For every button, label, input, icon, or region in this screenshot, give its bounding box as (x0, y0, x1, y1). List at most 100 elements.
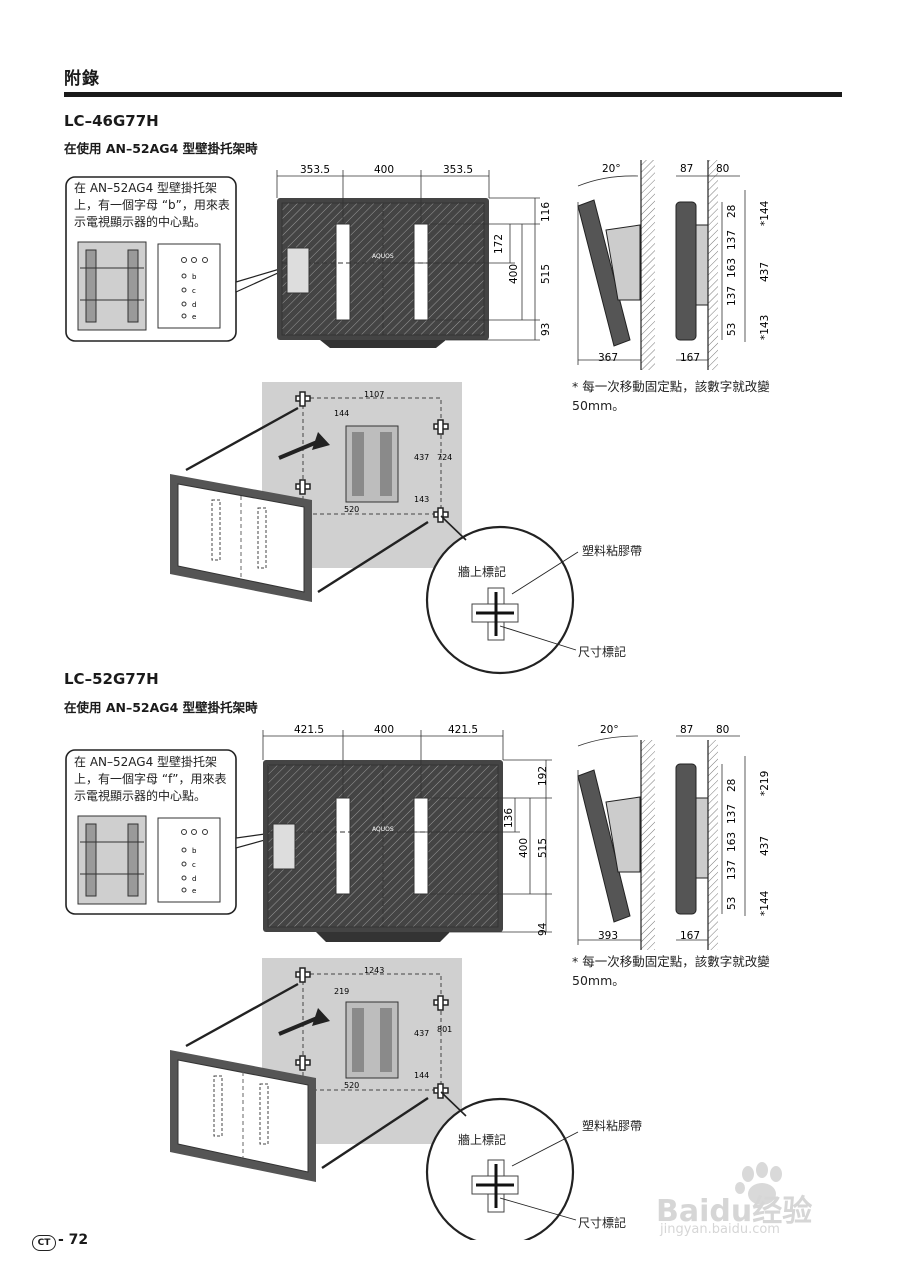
slot-zoom-2 (157, 817, 221, 903)
wall-dim-1f: 520 (344, 505, 359, 514)
side-right-dim-1a: *144 (759, 200, 771, 226)
tape-label-1: 塑料粘膠帶 (582, 544, 643, 558)
side-dim-1e: 53 (726, 323, 738, 336)
side-dim-2e: 53 (726, 897, 738, 910)
slot-letter-d-1: d (192, 301, 196, 309)
slot-letter-c-2: c (192, 861, 196, 869)
side-top-dim-2a: 87 (680, 724, 693, 736)
right-dim-1e: 93 (540, 323, 552, 336)
heading-rule (64, 92, 842, 97)
bottom-dim-1b: 167 (680, 352, 700, 364)
slot-letter-b-1: b (192, 273, 197, 281)
right-dim-1c: 400 (508, 264, 520, 284)
tv-front-2 (263, 760, 503, 942)
side-view-2 (577, 735, 655, 950)
diagram-section-2: b c d e AQUOS 421.5 400 421.5 192 136 40… (65, 724, 771, 1240)
top-dim-1b: 400 (374, 164, 394, 176)
slot-letter-b-2: b (192, 847, 197, 855)
aquos-logo-1: AQUOS (372, 253, 394, 260)
right-dim-2d: 515 (537, 838, 549, 858)
side-mount-view-2 (675, 735, 746, 950)
bracket-thumbnail-1 (77, 241, 147, 331)
size-leader-2 (499, 1197, 577, 1221)
top-dim-lines-1 (276, 170, 490, 222)
side-dim-2c: 163 (726, 832, 738, 852)
tv-angled-2 (170, 1050, 316, 1182)
subtitle-2: 在使用 AN–52AG4 型壁掛托架時 (64, 700, 258, 715)
top-dim-2c: 421.5 (448, 724, 478, 736)
slot-letter-e-2: e (192, 887, 196, 895)
tape-mark-2 (471, 1159, 519, 1213)
bottom-dim-2b: 167 (680, 930, 700, 942)
language-badge: CT (32, 1235, 56, 1251)
side-dim-1a: 28 (726, 205, 738, 218)
bottom-dim-2a: 393 (598, 930, 618, 942)
watermark-url: jingyan.baidu.com (660, 1222, 780, 1237)
side-dim-2d: 137 (726, 860, 738, 880)
tv-angled-1 (170, 474, 312, 602)
bottom-dim-1a: 367 (598, 352, 618, 364)
slot-holes-1 (181, 257, 208, 319)
callout-text-1: 在 AN–52AG4 型壁掛托架上，有一個字母 “b”，用來表示電視顯示器的中心… (74, 181, 230, 229)
side-dim-2a: 28 (726, 779, 738, 792)
wall-dim-2b: 219 (334, 987, 349, 996)
tape-mark-1 (471, 587, 519, 641)
page-number: - 72 (58, 1232, 89, 1248)
right-dim-1a: 116 (540, 202, 552, 222)
top-dim-1a: 353.5 (300, 164, 330, 176)
page-heading: 附錄 (64, 69, 100, 89)
wall-marks-2 (295, 967, 449, 1099)
side-dim-1c: 163 (726, 258, 738, 278)
side-dim-1d: 137 (726, 286, 738, 306)
side-mount-view-1 (675, 160, 746, 370)
top-dim-1c: 353.5 (443, 164, 473, 176)
note-2: * 每一次移動固定點，該數字就改變 50mm。 (572, 954, 770, 988)
wall-mark-label-2: 牆上標記 (458, 1133, 507, 1147)
side-right-dim-1c: *143 (759, 315, 771, 340)
top-dim-lines-2 (262, 730, 504, 798)
side-right-dim-2a: *219 (759, 771, 771, 796)
wall-dim-1d: 724 (437, 453, 452, 462)
slot-letter-e-1: e (192, 313, 196, 321)
right-dim-1d: 515 (540, 264, 552, 284)
tape-leader-2 (511, 1131, 579, 1167)
top-dim-2a: 421.5 (294, 724, 324, 736)
slot-zoom-1 (157, 243, 221, 329)
side-top-dim-1a: 87 (680, 163, 693, 175)
angle-1: 20° (602, 163, 621, 175)
side-view-1 (577, 160, 655, 370)
arrow-line-1a (185, 406, 299, 472)
note-1: * 每一次移動固定點，該數字就改變 50mm。 (572, 379, 770, 413)
slot-letter-d-2: d (192, 875, 196, 883)
aquos-logo-2: AQUOS (372, 826, 394, 833)
wall-dim-2a: 1243 (364, 966, 384, 975)
side-dim-2b: 137 (726, 804, 738, 824)
tape-leader-1 (511, 551, 579, 595)
wall-dim-2d: 801 (437, 1025, 452, 1034)
right-dim-2c: 400 (518, 838, 530, 858)
wall-dim-1e: 143 (414, 495, 429, 504)
baidu-watermark: Baidu经验 jingyan.baidu.com (652, 1160, 862, 1240)
slot-holes-2 (181, 829, 208, 893)
model-title-2: LC–52G77H (64, 670, 159, 688)
wall-mark-label-1: 牆上標記 (458, 565, 507, 579)
wall-dim-2c: 437 (414, 1029, 429, 1038)
side-right-dim-2b: 437 (759, 836, 771, 856)
size-mark-label-1: 尺寸標記 (578, 645, 627, 659)
right-dim-lines-2 (383, 759, 552, 933)
wall-dim-2e: 144 (414, 1071, 429, 1080)
top-dim-2b: 400 (374, 724, 394, 736)
side-right-dim-2c: *144 (759, 890, 771, 916)
right-dim-2e: 94 (537, 922, 549, 936)
zoom-link-1 (440, 515, 467, 541)
bracket-thumbnail-2 (77, 815, 147, 905)
size-mark-label-2: 尺寸標記 (578, 1216, 627, 1230)
wall-dim-1b: 144 (334, 409, 349, 418)
watermark-brand: Baidu经验 (656, 1194, 813, 1229)
side-top-dim-2b: 80 (716, 724, 729, 736)
side-top-dim-1b: 80 (716, 163, 729, 175)
baidu-paw-icon (735, 1162, 782, 1205)
callout-text-2: 在 AN–52AG4 型壁掛托架上，有一個字母 “f”，用來表示電視顯示器的中心… (74, 755, 227, 803)
side-right-dim-1b: 437 (759, 262, 771, 282)
side-dim-1b: 137 (726, 230, 738, 250)
